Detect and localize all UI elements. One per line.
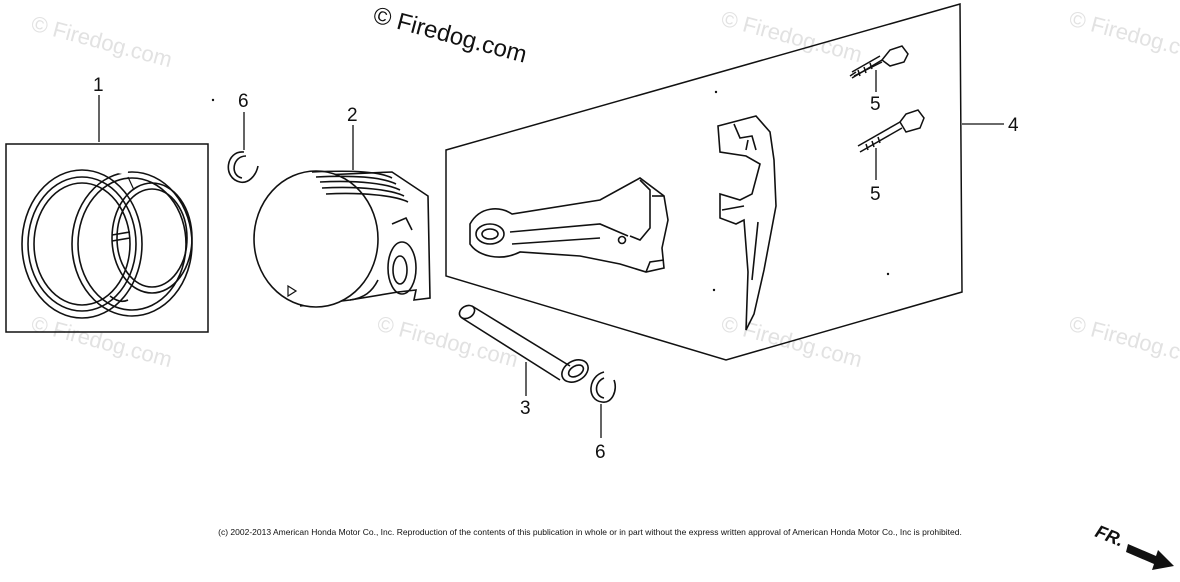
stray-dot bbox=[211, 98, 215, 102]
watermark-faint-1: © Firedog.com bbox=[29, 11, 175, 73]
watermark-faint-7: © Firedog.com bbox=[1067, 311, 1180, 373]
callout-6-top: 6 bbox=[238, 91, 249, 112]
connecting-rod bbox=[469, 177, 669, 273]
callout-1: 1 bbox=[93, 75, 104, 96]
callout-5-bottom: 5 bbox=[870, 184, 881, 205]
watermark-faint-2: © Firedog.com bbox=[719, 6, 865, 68]
copyright-notice: (c) 2002-2013 American Honda Motor Co., … bbox=[218, 527, 962, 537]
watermark-faint-4: © Firedog.com bbox=[29, 311, 175, 373]
faint-watermarks: © Firedog.com © Firedog.com © Firedog.co… bbox=[29, 6, 1180, 373]
stray-dot bbox=[886, 272, 890, 276]
rod-bolt-top bbox=[849, 45, 909, 79]
pin-clip-bottom bbox=[590, 371, 617, 403]
direction-label: FR. bbox=[1093, 521, 1127, 550]
rod-cap bbox=[717, 115, 777, 331]
piston-ring-set bbox=[5, 143, 209, 333]
rod-bolt-bottom bbox=[857, 109, 925, 153]
rod-set-enclosure bbox=[445, 3, 963, 361]
callout-6-bottom: 6 bbox=[595, 442, 606, 463]
piston bbox=[253, 170, 431, 308]
watermark-main: © Firedog.com bbox=[370, 2, 529, 69]
callout-3: 3 bbox=[520, 398, 531, 419]
callout-4: 4 bbox=[1008, 115, 1019, 136]
watermark-faint-3: © Firedog.com bbox=[1067, 6, 1180, 68]
pin-clip-top bbox=[227, 151, 259, 184]
callout-2: 2 bbox=[347, 105, 358, 126]
callout-5-top: 5 bbox=[870, 94, 881, 115]
stray-dot bbox=[712, 288, 716, 292]
front-direction-arrow: FR. bbox=[1093, 521, 1174, 570]
stray-dot bbox=[714, 90, 718, 94]
piston-pin bbox=[458, 304, 589, 383]
arrow-icon bbox=[1126, 544, 1174, 570]
